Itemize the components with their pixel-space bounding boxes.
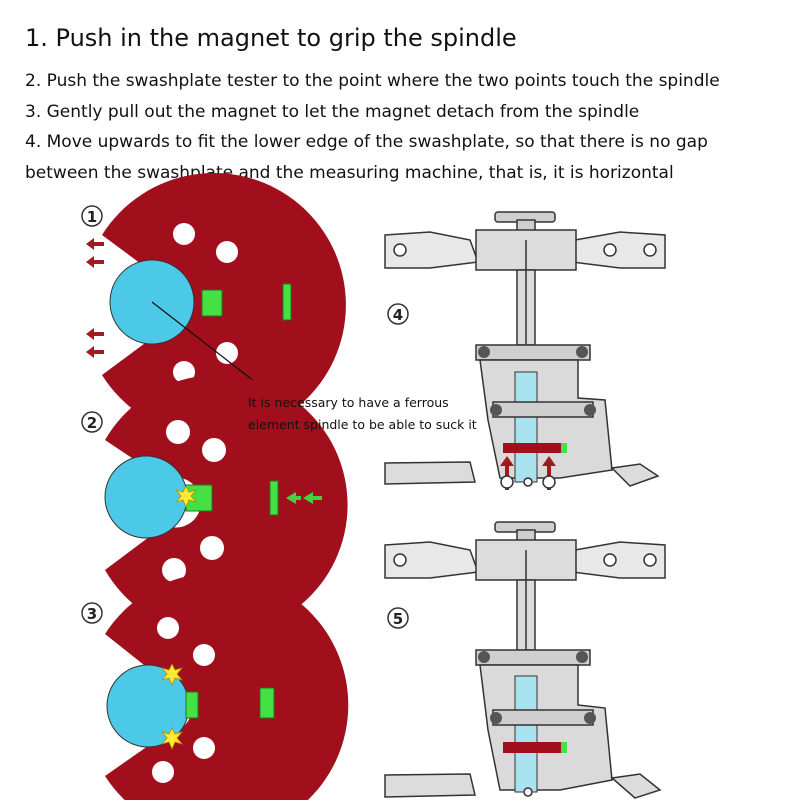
ball-link	[490, 404, 502, 416]
leader-line	[151, 301, 269, 393]
washout-arms	[475, 649, 591, 666]
step-1-diagram: 1	[81, 173, 346, 438]
bearing-ring	[500, 475, 514, 489]
grip-bolt	[643, 243, 657, 257]
disk-hole	[193, 737, 215, 759]
spindle-shaft	[514, 675, 538, 793]
magnet-pin	[185, 691, 199, 719]
ball-link	[584, 712, 596, 724]
washout-arms	[475, 344, 591, 361]
disk-hole	[173, 361, 195, 383]
note-line-2: element spindle to be able to suck it	[248, 417, 477, 432]
ball-link	[478, 346, 490, 358]
pull-arrows-top	[86, 238, 104, 268]
tester-magnet	[561, 742, 567, 753]
step-4-marker: 4	[393, 306, 403, 324]
rotor-head-step-4: 4	[384, 211, 666, 490]
step-1-marker-circle	[81, 205, 103, 227]
swashplate	[492, 709, 594, 726]
disk-hole	[152, 761, 174, 783]
swashplate-tester	[503, 742, 561, 753]
frame-tail	[610, 463, 660, 487]
disk-hole	[216, 342, 238, 364]
ball-link	[478, 651, 490, 663]
magnet-cap	[269, 480, 279, 516]
ball-link	[576, 346, 588, 358]
disk-hole	[200, 536, 224, 560]
disk-hole	[162, 558, 186, 582]
step-2-diagram: 2	[81, 375, 348, 635]
disk-hole	[173, 223, 195, 245]
step-3-marker-circle	[81, 602, 103, 624]
bearing-ring	[523, 477, 533, 487]
step-5-marker: 5	[393, 610, 403, 628]
magnet-pin	[201, 289, 223, 317]
contact-spark-bottom	[160, 727, 184, 751]
disk-hole	[157, 617, 179, 639]
step-1-marker: 1	[87, 208, 97, 226]
disk-hole	[216, 241, 238, 263]
step-4: 4. Move upwards to fit the lower edge of…	[25, 132, 708, 152]
page-title: 1. Push in the magnet to grip the spindl…	[25, 24, 517, 52]
swashplate-tester	[503, 443, 561, 453]
disk-hole	[202, 438, 226, 462]
step-5-marker-circle	[387, 607, 409, 629]
step-3-marker: 3	[87, 605, 97, 623]
grip-bolt	[603, 553, 617, 567]
step-2-marker: 2	[87, 414, 97, 432]
servo-arm	[384, 461, 476, 485]
step-3: 3. Gently pull out the magnet to let the…	[25, 101, 640, 122]
ball-link	[490, 712, 502, 724]
step-2-marker-circle	[81, 411, 103, 433]
disk-hole	[193, 644, 215, 666]
disk-hole	[166, 420, 190, 444]
magnet-cap	[282, 283, 292, 321]
magnet-cap	[259, 687, 275, 719]
spindle-circle	[104, 455, 188, 539]
frame-body	[479, 664, 613, 791]
pull-arrows-bottom	[86, 328, 104, 358]
instruction-steps: 2. Push the swashplate tester to the poi…	[25, 66, 785, 188]
grip-bolt	[643, 553, 657, 567]
ferrous-spindle-note: It is necessary to have a ferrous elemen…	[248, 392, 488, 436]
step-4-marker-circle	[387, 303, 409, 325]
grip-bolt	[603, 243, 617, 257]
rotor-head-step-5: 5	[384, 521, 666, 799]
step-3-diagram: 3	[81, 573, 349, 800]
tester-magnet	[561, 443, 567, 453]
magnet-disk-1	[102, 173, 346, 438]
grip-bolt	[393, 553, 407, 567]
contact-spark-top	[160, 663, 184, 687]
ball-link	[576, 651, 588, 663]
contact-spark	[174, 485, 198, 509]
swashplate	[492, 401, 594, 418]
grip-bolt	[393, 243, 407, 257]
ball-link	[584, 404, 596, 416]
push-arrows	[286, 492, 322, 504]
note-line-1: It is necessary to have a ferrous	[248, 395, 449, 410]
bearing-ring	[523, 787, 533, 797]
frame-tail	[610, 773, 662, 799]
step-2: 2. Push the swashplate tester to the poi…	[25, 71, 720, 91]
bearing-ring	[542, 475, 556, 489]
spindle-shaft	[514, 371, 538, 483]
servo-arm	[384, 773, 476, 798]
